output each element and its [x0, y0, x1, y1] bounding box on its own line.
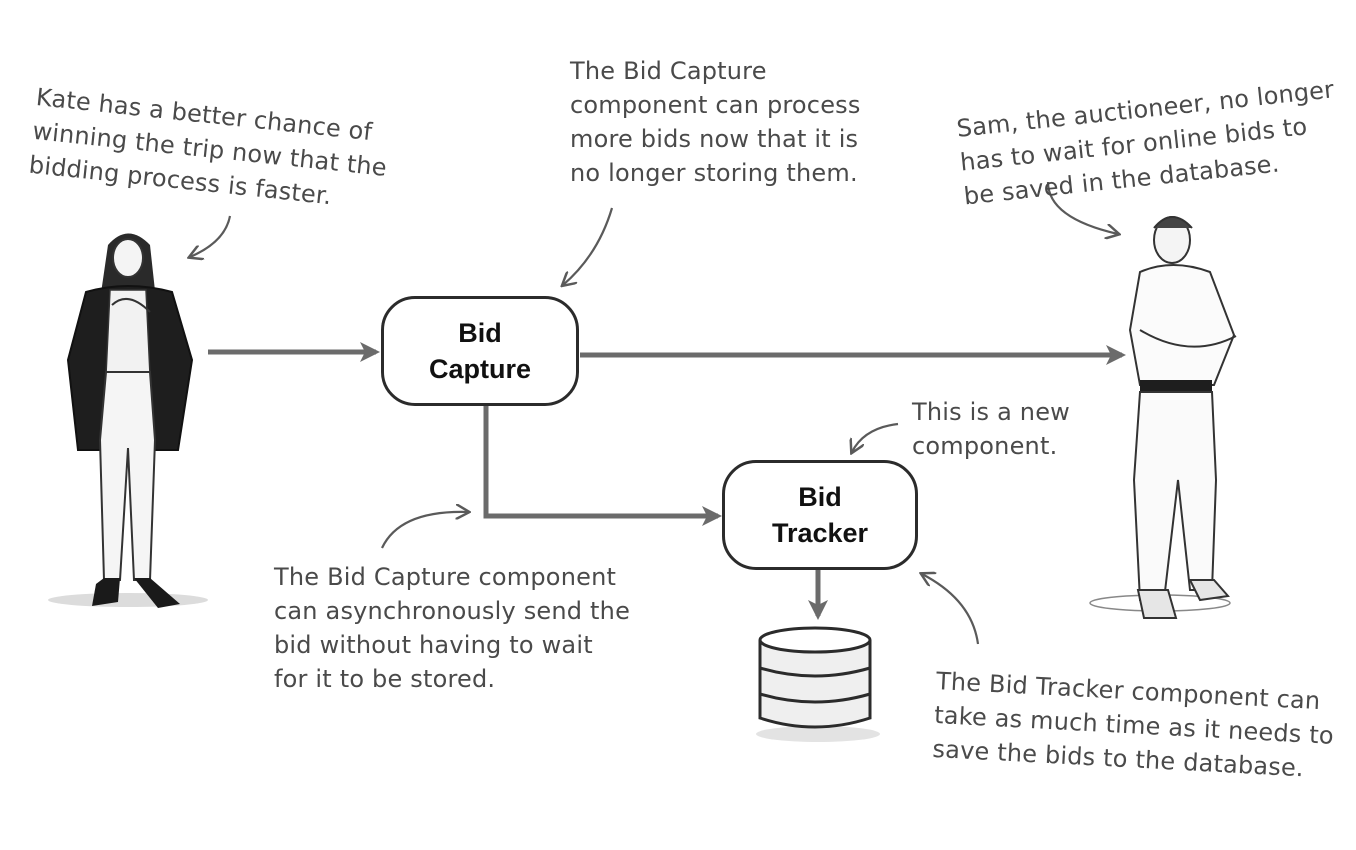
async-send-note: The Bid Capture component can asynchrono…: [274, 563, 631, 693]
database-icon: [756, 626, 880, 742]
pointer-capture-note: [563, 207, 614, 285]
arrow-capture-to-tracker: [483, 405, 722, 526]
pointer-sam-note: [1046, 181, 1118, 234]
bid-tracker-box: Bid Tracker: [722, 460, 918, 570]
pointer-new-component-note: [852, 422, 899, 452]
sam-figure: [1089, 216, 1237, 619]
bid-capture-box: Bid Capture: [381, 296, 579, 406]
pointer-async-note: [381, 512, 468, 549]
kate-figure: [48, 233, 208, 608]
tracker-time-note: The Bid Tracker component can take as mu…: [931, 666, 1335, 783]
capture-processing-note: The Bid Capture component can process mo…: [570, 57, 861, 187]
pointer-tracker-time-note: [922, 574, 980, 645]
new-component-note: This is a new component.: [912, 398, 1071, 460]
pointer-kate-note: [190, 215, 232, 257]
